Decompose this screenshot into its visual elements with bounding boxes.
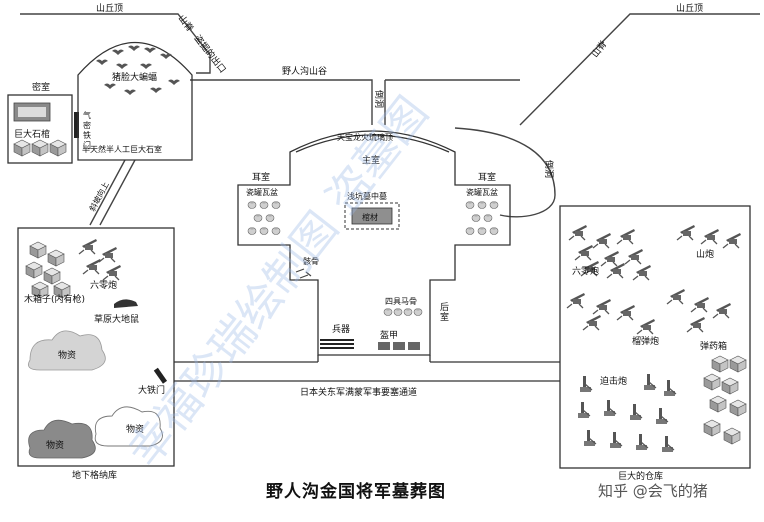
- underground-depot: [17, 227, 175, 467]
- map-title: 野人沟金国将军墓葬图: [266, 481, 446, 502]
- label-armor: 盔甲: [380, 329, 398, 341]
- label-down-tunnel-2: 倒洞: [543, 160, 555, 178]
- bat-cave: [77, 42, 193, 161]
- label-horse-bones: 四具马骨: [385, 297, 417, 306]
- label-airtight-door: 气密铁门: [83, 110, 91, 150]
- label-ammo-box: 弹药箱: [700, 340, 727, 352]
- valley-road: [190, 79, 373, 125]
- label-mortar-left: 六零炮: [90, 279, 117, 291]
- dome-line: [295, 134, 450, 153]
- weapons-group: [320, 339, 354, 349]
- airtight-door-shape: [74, 112, 79, 138]
- big-warehouse: [559, 205, 751, 469]
- big-iron-door-shape: [153, 367, 168, 384]
- label-mortar-right: 六零炮: [572, 265, 599, 277]
- stone-box: [49, 139, 67, 157]
- label-bones: 骸骨: [303, 256, 319, 266]
- label-rear-room: 后室: [440, 302, 449, 323]
- label-bat-lair: 猪脸大蝙蝠: [112, 71, 157, 83]
- label-underground-depot: 地下格纳库: [72, 469, 117, 481]
- label-supplies-2: 物资: [46, 439, 64, 451]
- label-main-room: 主室: [362, 154, 380, 166]
- label-big-warehouse: 巨大的仓库: [618, 470, 663, 482]
- label-steppe-mole: 草原大地鼠: [94, 313, 139, 325]
- steppe-mole-shape: [114, 299, 138, 308]
- grenade-launcher-group: [566, 288, 732, 335]
- cloud-supplies-3: [94, 406, 163, 447]
- stone-box: [13, 139, 31, 157]
- slope-road: [89, 159, 136, 226]
- secret-room: [7, 94, 73, 164]
- armor-group: [378, 342, 420, 350]
- main-tomb-outline: [237, 130, 511, 356]
- label-wooden-boxes: 木箱子(内有枪): [24, 293, 85, 305]
- urns-left-group: [247, 201, 281, 235]
- label-supplies-3: 物资: [126, 423, 144, 435]
- label-valley: 野人沟山谷: [282, 65, 327, 77]
- wooden-boxes-group: [25, 241, 71, 299]
- label-dome: 天宝龙火琉璃顶: [337, 132, 393, 142]
- horse-bones-group: [383, 308, 423, 316]
- ridge-right-road: [519, 13, 760, 126]
- label-urns-right: 瓷罐瓦盆: [466, 187, 498, 197]
- label-mountain-gun: 山炮: [696, 248, 714, 260]
- mortar-left-group: [78, 238, 122, 281]
- ridge-left-road: [20, 13, 211, 74]
- label-ear-room-left: 耳室: [252, 171, 270, 183]
- label-secret-room: 密室: [32, 81, 50, 93]
- down-tunnel-right: [454, 127, 556, 218]
- label-hill-top-left: 山丘顶: [96, 3, 123, 14]
- label-artillery: 迫击炮: [600, 375, 627, 387]
- label-mountain-right: 山脊: [589, 38, 610, 60]
- coffin-shape: [351, 207, 393, 225]
- mountain-gun-group: [676, 224, 742, 249]
- cloud-supplies-1: [27, 330, 106, 371]
- label-down-tunnel-1: 倒洞: [373, 90, 385, 108]
- label-giant-coffin: 巨大石棺: [14, 128, 50, 140]
- label-coffin: 棺材: [362, 212, 378, 222]
- urns-right-group: [465, 201, 499, 235]
- watermark: 幸福珍瑞绘制图 盗墓图: [118, 88, 438, 477]
- stone-box: [31, 139, 49, 157]
- label-weapons: 兵器: [332, 323, 350, 335]
- label-grenade-launcher: 榴弹炮: [632, 335, 659, 347]
- label-urns-left: 瓷罐瓦盆: [246, 187, 278, 197]
- label-stone-chamber: 半天然半人工巨大石室: [82, 144, 162, 154]
- giant-coffin-inner: [18, 107, 46, 117]
- label-central-tomb: 浅坑墓中墓: [347, 191, 387, 201]
- label-ear-room-right: 耳室: [478, 171, 496, 183]
- credit: 知乎 @会飞的猪: [598, 482, 708, 500]
- label-supplies-1: 物资: [58, 349, 76, 361]
- label-hill-top-right: 山丘顶: [676, 3, 703, 14]
- rear-room-text: 后室: [440, 302, 449, 323]
- tomb-to-passage-wall: [317, 355, 431, 362]
- bones-marks: [295, 268, 312, 279]
- ammo-box-group: [703, 355, 747, 445]
- central-tomb-pit: [344, 202, 400, 230]
- cloud-supplies-2: [28, 419, 96, 459]
- label-big-iron-door: 大铁门: [138, 384, 165, 396]
- label-passage: 日本关东军满蒙军事要塞通道: [300, 386, 417, 398]
- airtight-door-text: 气密铁门: [83, 110, 91, 150]
